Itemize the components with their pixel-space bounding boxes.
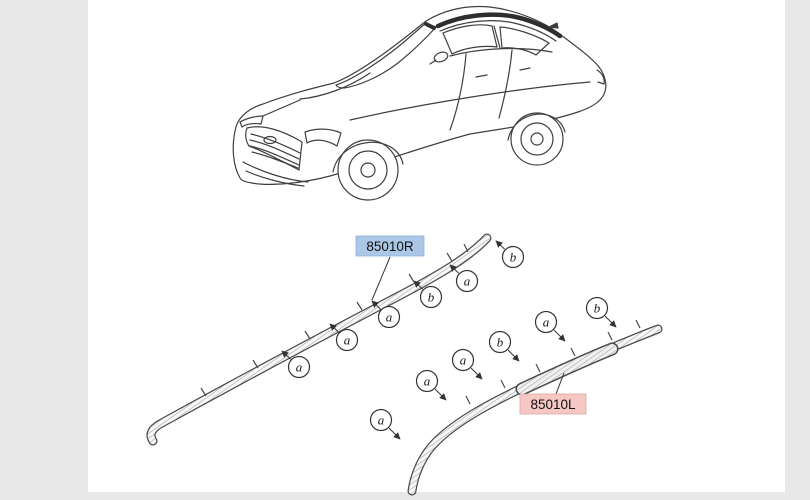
- left-rail-tabs: [465, 319, 641, 405]
- left-label-leader: [555, 372, 565, 395]
- callout-circle-a[interactable]: [369, 408, 393, 432]
- callout-letter-a: a: [460, 353, 467, 368]
- callout-letter-b: b: [594, 301, 601, 316]
- car-bpillar: [493, 25, 501, 49]
- callout-circle-b[interactable]: [501, 245, 525, 269]
- callout-arrow: [371, 300, 381, 310]
- callout-letter-a: a: [344, 333, 351, 348]
- callout-circle-b[interactable]: [585, 296, 609, 320]
- car-front-door-seam: [449, 53, 467, 131]
- callout-circle-a[interactable]: [415, 369, 439, 393]
- car-drl-line: [262, 99, 301, 117]
- car-door-handles: [475, 67, 531, 78]
- car-rear-wheel: [510, 112, 564, 166]
- callout-circle-a[interactable]: [455, 269, 479, 293]
- callout-letter-b: b: [510, 250, 517, 265]
- car-grille-slats: [249, 133, 301, 169]
- callout-arrow: [449, 264, 459, 274]
- car-front-wheel-rim: [348, 150, 388, 190]
- part-label-left-bg: [519, 393, 587, 415]
- right-label-leader: [371, 256, 391, 301]
- car-rear-wheel-rim: [520, 122, 554, 156]
- callout-arrow: [553, 329, 566, 342]
- car-rear-door-glass: [499, 26, 550, 56]
- car-roof-airbag-band: [435, 12, 563, 39]
- car-front-wheel-hub: [360, 162, 376, 178]
- callout-circle-b[interactable]: [419, 285, 443, 309]
- car-front-door-glass: [442, 24, 498, 55]
- callout-arrow: [434, 388, 447, 401]
- callout-letter-a: a: [378, 413, 385, 428]
- part-label-right[interactable]: 85010R: [355, 235, 425, 257]
- callout-letter-a: a: [464, 274, 471, 289]
- callout-letter-a: a: [543, 315, 550, 330]
- callout-circle-b[interactable]: [488, 330, 512, 354]
- car-apillar-airbag-mark: [424, 22, 436, 30]
- callout-arrow: [329, 323, 339, 333]
- car-rear-wheel-hub: [530, 132, 544, 146]
- left-rail-inflator-hatch: [517, 344, 617, 394]
- callout-arrow: [507, 349, 520, 362]
- car-character-line: [349, 81, 591, 121]
- callout-letter-a: a: [424, 374, 431, 389]
- callout-circle-a[interactable]: [335, 328, 359, 352]
- part-label-left[interactable]: 85010L: [519, 393, 587, 415]
- callout-arrow: [281, 350, 291, 360]
- callout-letter-a: a: [296, 360, 303, 375]
- callout-letter-b: b: [428, 290, 435, 305]
- car-antenna-fin: [548, 22, 559, 29]
- car-windshield: [335, 22, 437, 89]
- callout-arrow: [413, 280, 423, 290]
- car-taillight: [596, 69, 605, 85]
- car-headlight-right: [304, 128, 342, 147]
- car-roof-edge-line: [439, 20, 557, 42]
- car-front-wheel: [337, 139, 399, 201]
- callout-layer: b a b a a a b a b a a a: [281, 240, 617, 440]
- callout-circle-a[interactable]: [287, 355, 311, 379]
- curtain-airbag-right-rail[interactable]: [146, 233, 492, 446]
- callout-arrow: [495, 240, 505, 250]
- part-label-left-text: 85010L: [530, 397, 576, 412]
- part-label-right-bg: [355, 235, 425, 257]
- car-rear-arch: [507, 113, 566, 141]
- car-rear-door-seam: [498, 49, 513, 119]
- car-headlight-left: [239, 115, 264, 128]
- car-grille-outline: [245, 126, 303, 171]
- callout-circle-a[interactable]: [534, 310, 558, 334]
- car-mirror-stalk: [429, 59, 437, 65]
- car-front-arch: [332, 141, 404, 173]
- callout-letter-a: a: [386, 310, 393, 325]
- part-label-right-text: 85010R: [366, 239, 414, 254]
- car-side-mirror: [433, 51, 449, 63]
- right-rail-hatch: [147, 234, 491, 445]
- callout-letter-b: b: [497, 335, 504, 350]
- callout-arrow: [470, 367, 483, 380]
- car-badge: [263, 135, 277, 145]
- curtain-airbag-left-rail[interactable]: [407, 319, 663, 496]
- callout-circle-a[interactable]: [377, 305, 401, 329]
- callout-arrow: [604, 315, 617, 328]
- car-hood-line: [299, 72, 371, 100]
- car-bumper-lines: [242, 161, 309, 187]
- car-illustration: [232, 5, 607, 201]
- callout-circle-a[interactable]: [451, 348, 475, 372]
- callout-arrow: [388, 427, 401, 440]
- car-beltline: [449, 47, 553, 57]
- right-rail-tabs: [200, 243, 469, 397]
